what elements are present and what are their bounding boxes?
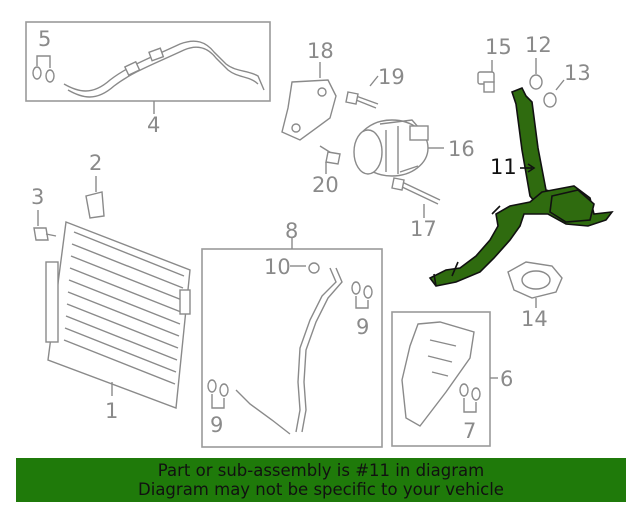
callout-labels: 5 4 18 19 16 20 17 15 12 13 11 14 2 3 1 … (31, 27, 591, 443)
bracket-18-body (281, 79, 337, 141)
bolt-20-head (325, 151, 341, 165)
bolt-19-head (345, 91, 359, 105)
part-6-box (391, 311, 491, 447)
notice-line-2: Diagram may not be specific to your vehi… (138, 480, 504, 499)
compressor-face (353, 129, 383, 175)
hose-4-clamp (123, 60, 141, 76)
compressor-connector (409, 125, 429, 141)
callout-1: 1 (105, 399, 118, 423)
callout-18: 18 (307, 39, 334, 63)
compressor-16 (353, 119, 444, 177)
callout-19: 19 (378, 65, 405, 89)
callout-13: 13 (564, 61, 591, 85)
callout-9-upper: 9 (356, 315, 369, 339)
condenser-fins (63, 231, 185, 385)
bolt-3-head (33, 227, 49, 241)
callout-5: 5 (38, 27, 51, 51)
callout-10: 10 (264, 255, 291, 279)
leader-7 (463, 398, 477, 413)
callout-16: 16 (448, 137, 475, 161)
bracket-2 (85, 176, 105, 219)
condenser-1 (45, 221, 191, 409)
callout-3: 3 (31, 185, 44, 209)
bracket-18 (281, 62, 337, 141)
condenser-tank (45, 261, 59, 343)
bracket-18-hole2 (291, 123, 301, 133)
callout-15: 15 (485, 35, 512, 59)
leader-11-arrow (527, 163, 536, 173)
bolt-19-shank (355, 95, 379, 109)
hose-4 (63, 40, 265, 92)
callout-17: 17 (410, 217, 437, 241)
leader-9a (355, 296, 369, 309)
pipe-8-inner (301, 267, 343, 433)
compressor-ribs (379, 119, 427, 174)
washer-5b (45, 69, 55, 83)
oring-12 (529, 74, 543, 90)
leader-13 (555, 79, 565, 91)
leader-5 (36, 55, 51, 68)
bolt-3 (33, 210, 57, 241)
oring-9a-1 (351, 281, 361, 295)
bolt-17-shank (399, 181, 441, 205)
callout-20: 20 (312, 173, 339, 197)
bolt-19 (345, 75, 379, 109)
callout-14: 14 (521, 307, 548, 331)
gasket-14 (507, 261, 563, 308)
leader-9b (211, 394, 225, 409)
callout-4: 4 (147, 113, 160, 137)
bolt-20 (319, 145, 341, 174)
notice-banner: Part or sub-assembly is #11 in diagram D… (16, 458, 626, 502)
notice-line-1: Part or sub-assembly is #11 in diagram (157, 461, 485, 480)
part-4-box (25, 21, 271, 102)
receiver-ribs (427, 339, 457, 377)
part-8-group (201, 238, 383, 448)
oring-7-1 (459, 383, 469, 397)
callout-8: 8 (285, 219, 298, 243)
orings-12-13 (529, 58, 565, 108)
callout-9-lower: 9 (210, 413, 223, 437)
oring-7-2 (471, 387, 481, 401)
gasket-14-plate (507, 261, 563, 299)
condenser-bracket (179, 289, 191, 315)
part-8-box (201, 248, 383, 448)
oring-13 (543, 92, 557, 108)
part-4-group (25, 21, 271, 114)
bracket-18-hole (317, 87, 327, 97)
oring-9b-1 (207, 379, 217, 393)
oring-9a-2 (363, 285, 373, 299)
bracket-2-body (85, 191, 105, 219)
washer-5a (32, 66, 42, 80)
leader-19 (369, 75, 379, 87)
sensor-15 (477, 60, 495, 93)
part-6-group (391, 311, 498, 447)
sensor-15-stem (483, 81, 495, 93)
callout-6: 6 (500, 367, 513, 391)
oring-9b-2 (219, 383, 229, 397)
callout-11: 11 (490, 155, 517, 179)
hose-4-clamp2 (148, 47, 165, 62)
highlighted-hose-11 (428, 86, 614, 287)
hose-4-inner (67, 46, 259, 98)
bolt-3-shank (45, 233, 57, 237)
hose-11-fittings (433, 205, 501, 287)
bolt-17-head (391, 177, 405, 191)
bolt-10 (308, 262, 320, 274)
pipe-8 (235, 267, 337, 435)
callout-12: 12 (525, 33, 552, 57)
hose-11-valve-block (549, 189, 595, 223)
callout-2: 2 (89, 151, 102, 175)
bolt-17 (391, 177, 441, 218)
callout-7: 7 (463, 419, 476, 443)
gasket-14-hole (521, 270, 551, 290)
